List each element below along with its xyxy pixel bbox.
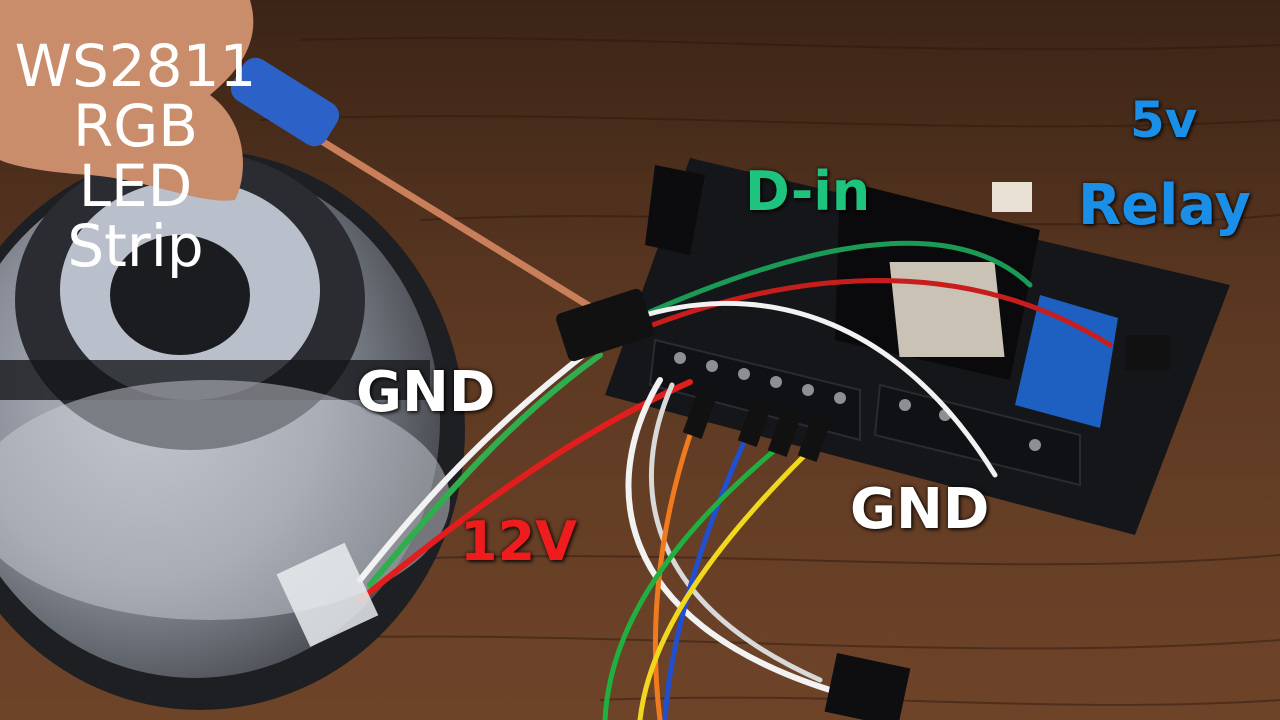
controller-board bbox=[605, 158, 1230, 535]
gnd-left-label: GND bbox=[356, 360, 496, 425]
hand bbox=[0, 0, 254, 201]
relay-voltage-label: 5v bbox=[1130, 91, 1198, 149]
screwdriver bbox=[230, 57, 619, 326]
strip-title: WS2811 RGB LED Strip bbox=[8, 36, 263, 276]
title-line-3: LED bbox=[78, 152, 193, 220]
dc-jack bbox=[824, 652, 911, 720]
relay-label: Relay bbox=[1078, 173, 1251, 238]
wires bbox=[357, 240, 1113, 720]
gnd-right-label: GND bbox=[850, 477, 990, 542]
dupont-connectors bbox=[556, 288, 832, 463]
d-in-label: D-in bbox=[745, 160, 871, 223]
strip-connector bbox=[276, 542, 379, 647]
title-line-2: RGB bbox=[72, 92, 199, 160]
12v-label: 12V bbox=[460, 510, 577, 573]
title-line-1: WS2811 bbox=[14, 32, 257, 100]
title-line-4: Strip bbox=[67, 212, 204, 280]
